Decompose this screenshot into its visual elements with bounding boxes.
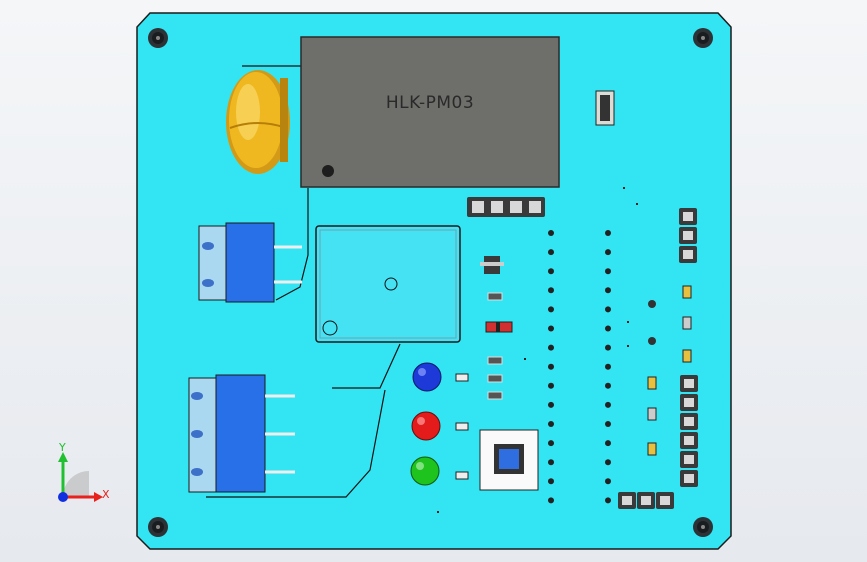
mcu-pin	[605, 401, 611, 408]
axis-y-label: Y	[59, 441, 66, 454]
mounting-hole-top-right	[693, 28, 713, 48]
mcu-pin	[548, 344, 554, 351]
mcu-pin	[605, 497, 611, 504]
via	[636, 203, 638, 205]
header-pin-contact	[660, 496, 670, 505]
terminal-block-small	[198, 222, 302, 303]
smd-capacitor	[647, 407, 657, 421]
smd-resistor	[455, 373, 469, 382]
mounting-hole-bottom-left	[148, 517, 168, 537]
mcu-pin	[548, 287, 554, 294]
mcu-pin	[548, 230, 554, 236]
header-pin-contact	[684, 379, 694, 388]
mcu-pin	[605, 363, 611, 370]
smd-resistor	[487, 356, 503, 365]
via	[524, 358, 526, 360]
mcu-pin	[548, 440, 554, 447]
module-label: HLK-PM03	[385, 93, 475, 113]
header-pin-contact	[683, 231, 693, 240]
header-3pin-vertical	[679, 208, 697, 263]
smd-capacitor	[647, 376, 657, 390]
smd-capacitor	[647, 442, 657, 456]
terminal-block-large	[188, 374, 295, 493]
mcu-pin	[548, 306, 554, 313]
header-pin-contact	[622, 496, 632, 505]
led-blue	[412, 362, 442, 392]
relay	[315, 225, 461, 343]
mcu-pin	[548, 249, 554, 256]
via	[648, 337, 656, 345]
header-pin-contact	[683, 212, 693, 221]
mcu-pin	[548, 268, 554, 275]
mcu-pin	[605, 459, 611, 466]
mcu-pin	[605, 230, 611, 236]
tactile-switch	[479, 429, 539, 491]
axis-triad	[58, 452, 103, 502]
smd-resistor	[487, 374, 503, 383]
header-4pin	[467, 197, 545, 217]
mcu-pin	[605, 325, 611, 332]
header-pin-contact	[684, 474, 694, 483]
via	[648, 300, 656, 308]
toroidal-inductor	[226, 70, 290, 174]
transistor	[480, 256, 504, 274]
header-3pin-bottom	[618, 492, 674, 509]
via	[437, 511, 439, 513]
mcu-pin-column-left	[548, 230, 554, 504]
mcu-pin	[548, 421, 554, 427]
header-pin-contact	[641, 496, 651, 505]
mcu-pin	[605, 287, 611, 294]
axis-x-label: X	[102, 488, 110, 501]
header-6pin-vertical	[680, 375, 698, 487]
mcu-pin	[548, 363, 554, 370]
smd-resistor	[487, 292, 503, 301]
mcu-pin	[605, 440, 611, 447]
mcu-pin	[548, 459, 554, 466]
mounting-hole-bottom-right	[693, 517, 713, 537]
smd-resistor	[455, 422, 469, 431]
via	[627, 345, 629, 347]
mcu-pin	[605, 421, 611, 427]
header-pin-contact	[684, 417, 694, 426]
smd-capacitor	[682, 349, 692, 363]
smd-resistor	[455, 471, 469, 480]
mcu-pin	[548, 382, 554, 389]
header-pin-contact	[684, 455, 694, 464]
mcu-pin	[548, 325, 554, 332]
mcu-pin	[605, 382, 611, 389]
led-red	[411, 411, 441, 441]
via	[623, 187, 625, 189]
led-green	[410, 456, 440, 486]
mounting-hole-top-left	[148, 28, 168, 48]
hlk-pm03-module	[300, 36, 560, 188]
mcu-pin-column-right	[605, 230, 611, 504]
fuse	[595, 90, 615, 126]
header-pin-contact	[684, 436, 694, 445]
via	[627, 321, 629, 323]
mcu-pin	[605, 268, 611, 275]
mcu-pin	[605, 344, 611, 351]
mcu-pin	[605, 306, 611, 313]
mcu-pin	[548, 401, 554, 408]
header-pin-contact	[684, 398, 694, 407]
mcu-pin	[548, 497, 554, 504]
smd-resistor	[487, 391, 503, 400]
mcu-pin	[605, 478, 611, 485]
smd-diode	[485, 321, 513, 333]
mcu-pin	[548, 478, 554, 485]
board-traces	[206, 65, 401, 498]
mcu-pin	[605, 249, 611, 256]
smd-capacitor	[682, 316, 692, 330]
header-pin-contact	[683, 250, 693, 259]
smd-capacitor	[682, 285, 692, 299]
